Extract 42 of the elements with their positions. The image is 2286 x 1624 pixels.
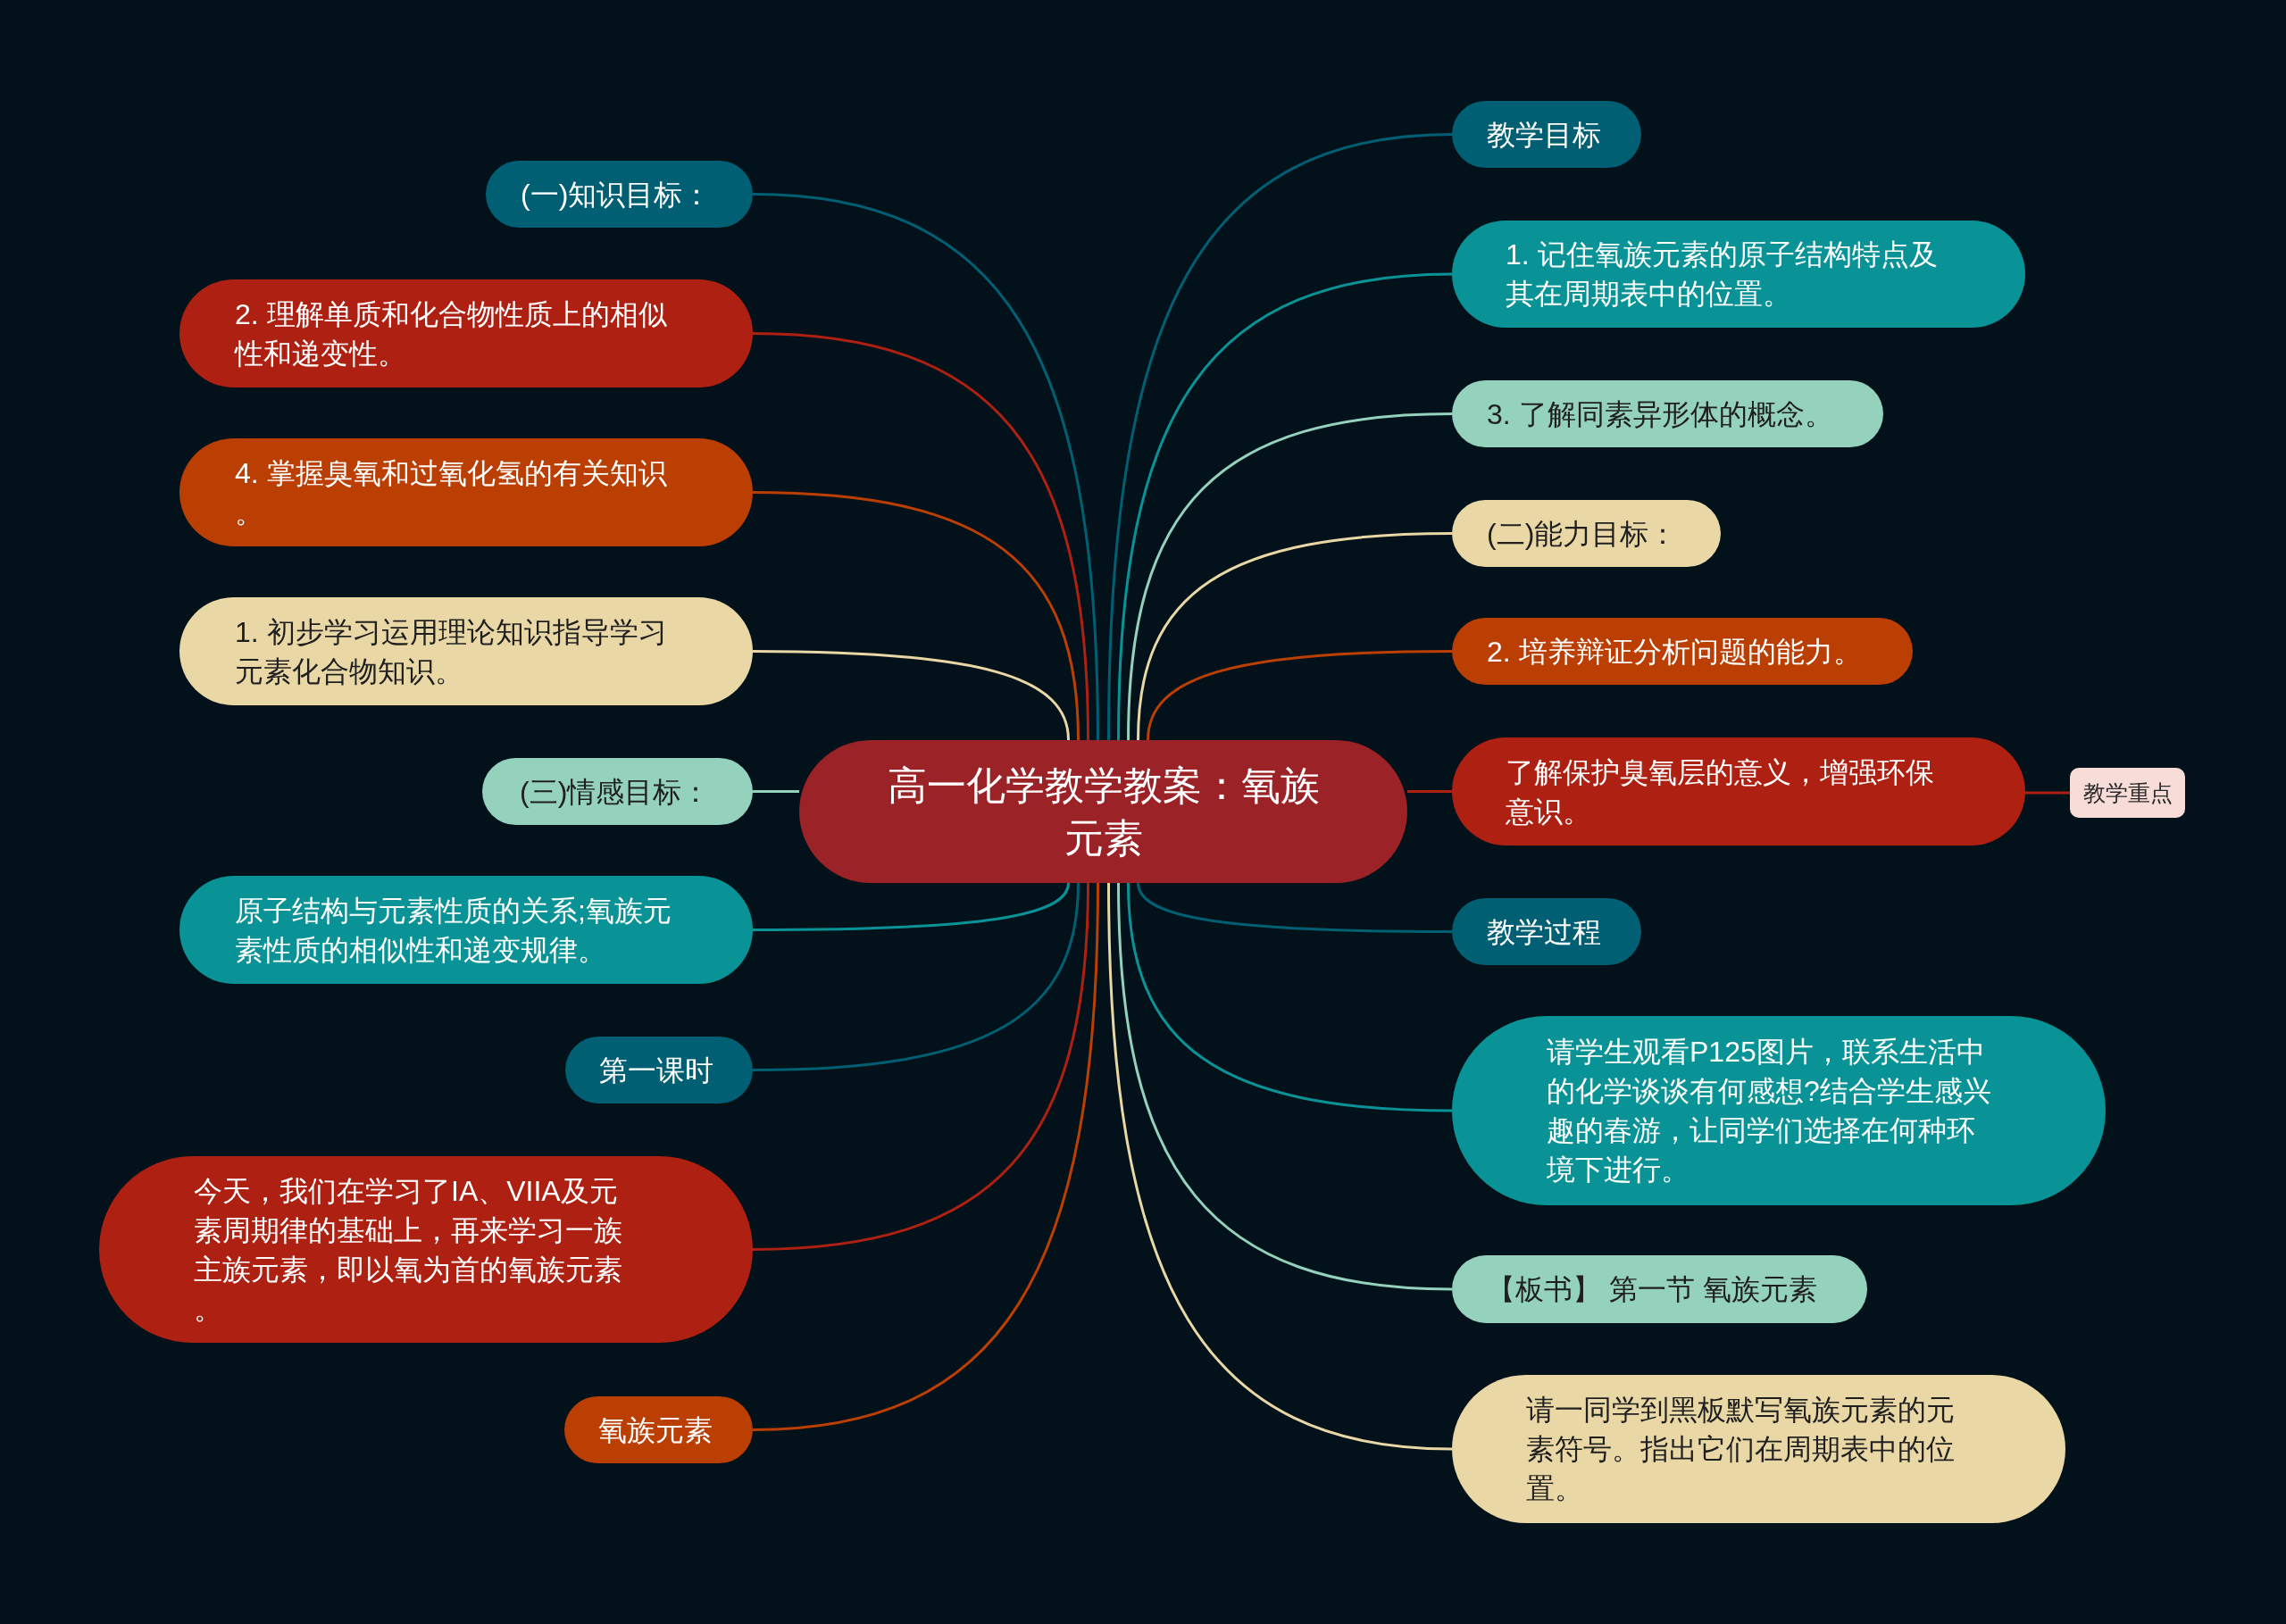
- connector-curve: [1137, 532, 1453, 741]
- topic-text: 2. 理解单质和化合物性质上的相似性和递变性。: [235, 296, 668, 371]
- connector-curve: [752, 491, 1080, 741]
- topic-text: 原子结构与元素性质的关系;氧族元素性质的相似性和递变规律。: [235, 893, 672, 968]
- topic-text: 氧族元素: [598, 1412, 713, 1448]
- topic-text: (二)能力目标：: [1487, 516, 1678, 552]
- connector-curve: [1117, 272, 1453, 741]
- topic-text: 2. 培养辩证分析问题的能力。: [1487, 634, 1862, 670]
- connector-curve: [2025, 791, 2070, 795]
- tag-text: 教学重点: [2082, 779, 2173, 807]
- topic-text: 请学生观看P125图片，联系生活中的化学谈谈有何感想?结合学生感兴趣的春游，让同学们选择在何种环境下进行。: [1547, 1035, 1992, 1187]
- connector-curve: [752, 882, 1080, 1071]
- central-topic-text: 高一化学教学教案：氧族元素: [886, 762, 1321, 862]
- connector-curve: [1407, 790, 1452, 793]
- connector-curve: [753, 882, 1070, 931]
- topic-text: 1. 初步学习运用理论知识指导学习元素化合物知识。: [235, 614, 668, 689]
- topic-text: 了解保护臭氧层的意义，增强环保意识。: [1506, 754, 1935, 829]
- connector-curve: [1147, 650, 1452, 741]
- connector-curve: [1127, 882, 1453, 1112]
- connector-curve: [1107, 133, 1453, 741]
- connector-curve: [1117, 882, 1453, 1291]
- tag-chip: [2070, 768, 2185, 818]
- connector-curve: [1107, 882, 1453, 1451]
- topic-text: 请一同学到黑板默写氧族元素的元素符号。指出它们在周期表中的位置。: [1526, 1393, 1956, 1506]
- connector-curve: [752, 882, 1089, 1251]
- topic-text: 4. 掌握臭氧和过氧化氢的有关知识。: [235, 455, 668, 530]
- connector-curve: [1137, 882, 1452, 933]
- topic-text: 教学目标: [1487, 117, 1601, 153]
- topic-text: (三)情感目标：: [520, 774, 711, 810]
- topic-text: 【板书】 第一节 氧族元素: [1487, 1272, 1817, 1307]
- connector-curve: [1127, 412, 1453, 741]
- connector-curve: [753, 790, 799, 793]
- topic-text: 第一课时: [599, 1053, 713, 1088]
- topic-text: 1. 记住氧族元素的原子结构特点及其在周期表中的位置。: [1506, 237, 1939, 312]
- topic-text: 今天，我们在学习了IA、VIIA及元素周期律的基础上，再来学习一族主族元素，即以氧为首的氧族元素。: [194, 1173, 623, 1327]
- topic-text: (一)知识目标：: [521, 177, 712, 212]
- topic-text: 3. 了解同素异形体的概念。: [1487, 396, 1833, 432]
- connector-curve: [752, 332, 1089, 741]
- topic-text: 教学过程: [1487, 914, 1601, 950]
- connector-curve: [752, 193, 1099, 741]
- connector-curve: [752, 882, 1099, 1431]
- connector-curve: [753, 650, 1070, 741]
